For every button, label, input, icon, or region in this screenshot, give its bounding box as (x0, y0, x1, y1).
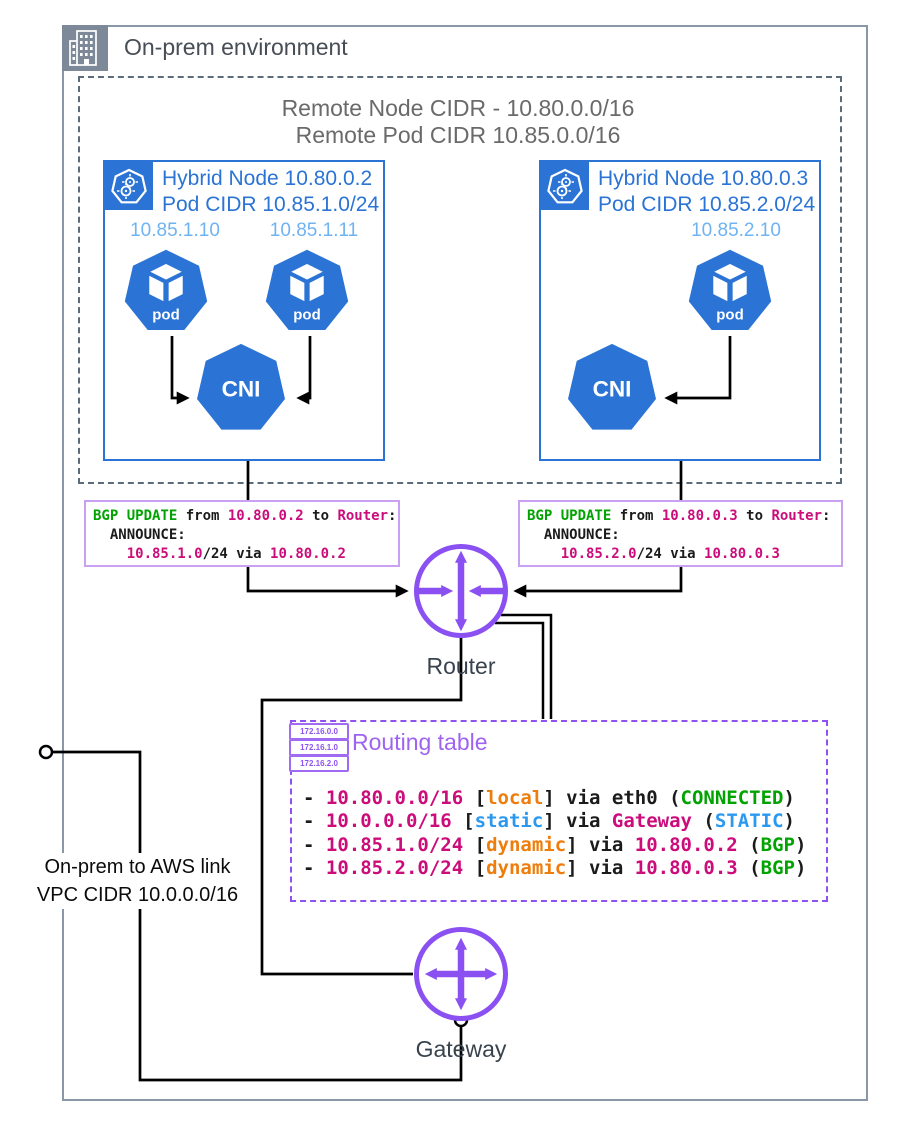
kubernetes-node-icon (105, 162, 153, 210)
node-title-line2: Pod CIDR 10.85.1.0/24 (162, 193, 380, 216)
remote-node-cidr-title: Remote Node CIDR - 10.80.0.0/16 (281, 95, 635, 121)
pod-icon: pod (265, 249, 349, 331)
remote-cidr-box (78, 76, 842, 484)
bgp-update-box-node2: BGP UPDATE from 10.80.0.3 to Router: ANN… (518, 500, 843, 567)
cni-label: CNI (222, 377, 261, 402)
pod-icon: pod (124, 249, 208, 331)
routing-table-icon: 172.16.0.0 (289, 723, 349, 740)
pod-ip-label: 10.85.2.10 (691, 220, 781, 241)
pod-ip-label: 10.85.1.10 (130, 220, 220, 241)
pod-label: pod (293, 306, 320, 323)
node-title-line2: Pod CIDR 10.85.2.0/24 (598, 193, 816, 216)
router-icon (414, 544, 508, 638)
node-title-line1: Hybrid Node 10.80.0.3 (598, 167, 809, 190)
route-entry: - 10.0.0.0/16 [static] via Gateway (STAT… (303, 810, 795, 833)
gateway-icon (414, 927, 508, 1021)
node-title-line1: Hybrid Node 10.80.0.2 (162, 167, 373, 190)
aws-link-endpoint-circle (38, 744, 54, 760)
bgp-line: BGP UPDATE from 10.80.0.2 to Router: (93, 508, 397, 524)
node-title: Hybrid Node 10.80.0.2 Pod CIDR 10.85.1.0… (162, 166, 379, 218)
bgp-line: ANNOUNCE: (93, 527, 186, 543)
cni-icon: CNI (197, 343, 285, 430)
bgp-line: 10.85.1.0/24 via 10.80.0.2 (126, 546, 346, 562)
on-prem-environment-box (62, 25, 868, 1101)
cni-icon: CNI (568, 343, 656, 430)
cni-label: CNI (593, 377, 632, 402)
aws-link-label-line2: VPC CIDR 10.0.0.0/16 (15, 881, 260, 909)
route-entry: - 10.85.1.0/24 [dynamic] via 10.80.0.2 (… (303, 833, 807, 856)
building-icon (62, 25, 108, 71)
aws-link-label-line1: On-prem to AWS link (15, 853, 260, 881)
bgp-line: BGP UPDATE from 10.80.0.3 to Router: (527, 508, 831, 524)
kubernetes-node-icon (541, 162, 589, 210)
routing-table-title: Routing table (352, 729, 488, 755)
routing-table-entries: - 10.80.0.0/16 [local] via eth0 (CONNECT… (303, 787, 806, 881)
pod-icon: pod (688, 249, 772, 331)
node-title: Hybrid Node 10.80.0.3 Pod CIDR 10.85.2.0… (598, 166, 815, 218)
bgp-line: 10.85.2.0/24 via 10.80.0.3 (560, 546, 780, 562)
router-label: Router (426, 653, 496, 679)
bgp-line: ANNOUNCE: (527, 527, 620, 543)
gateway-label: Gateway (415, 1036, 507, 1062)
pod-label: pod (716, 306, 743, 323)
routing-table-icon: 172.16.2.0 (289, 755, 349, 772)
bgp-update-box-node1: BGP UPDATE from 10.80.0.2 to Router: ANN… (84, 500, 400, 567)
route-entry: - 10.80.0.0/16 [local] via eth0 (CONNECT… (303, 787, 795, 809)
routing-table-icon: 172.16.1.0 (289, 739, 349, 756)
pod-ip-label: 10.85.1.11 (269, 220, 359, 241)
on-prem-environment-title: On-prem environment (124, 34, 348, 60)
pod-label: pod (152, 306, 179, 323)
remote-pod-cidr-title: Remote Pod CIDR 10.85.0.0/16 (295, 122, 621, 148)
route-entry: - 10.85.2.0/24 [dynamic] via 10.80.0.3 (… (303, 857, 807, 880)
